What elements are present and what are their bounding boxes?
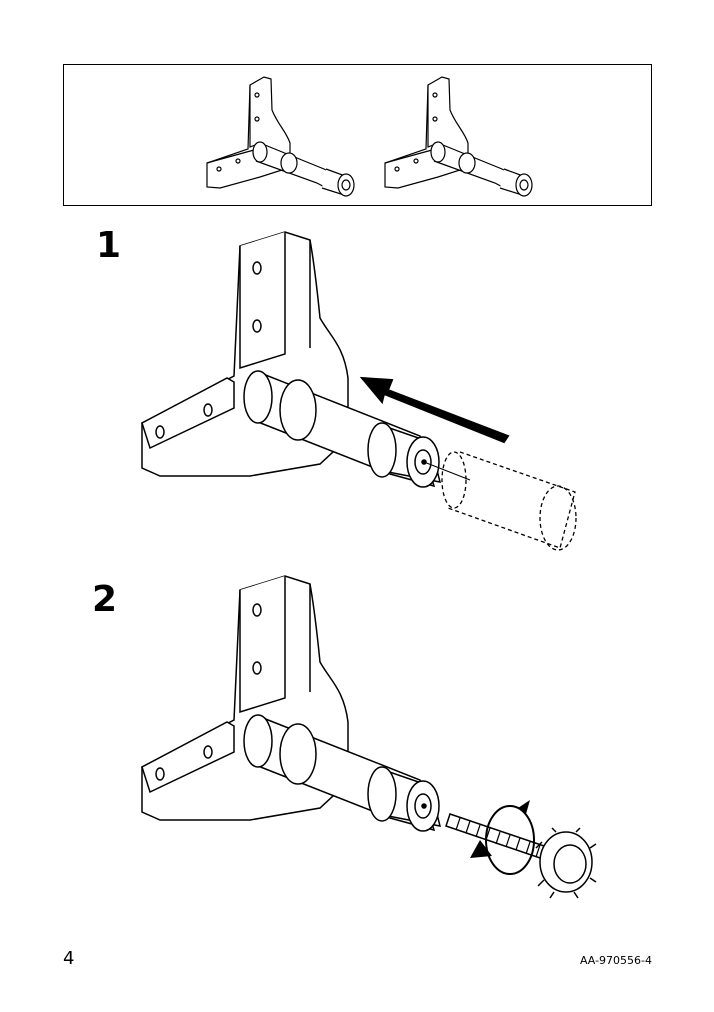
bracket-left-icon [206,76,355,197]
screw-knob-rotate-icon [141,575,597,899]
overview-illustration [206,76,533,197]
bracket-right-icon [384,76,533,197]
step-number-2: 2 [92,579,118,620]
document-code: AA-970556-4 [579,954,652,967]
step2-illustration [130,572,600,912]
overview-panel [63,64,652,206]
step-number-1: 1 [96,225,122,266]
insert-rod-arrow-icon [141,231,577,551]
page-number: 4 [63,948,75,969]
step1-illustration [130,228,590,558]
